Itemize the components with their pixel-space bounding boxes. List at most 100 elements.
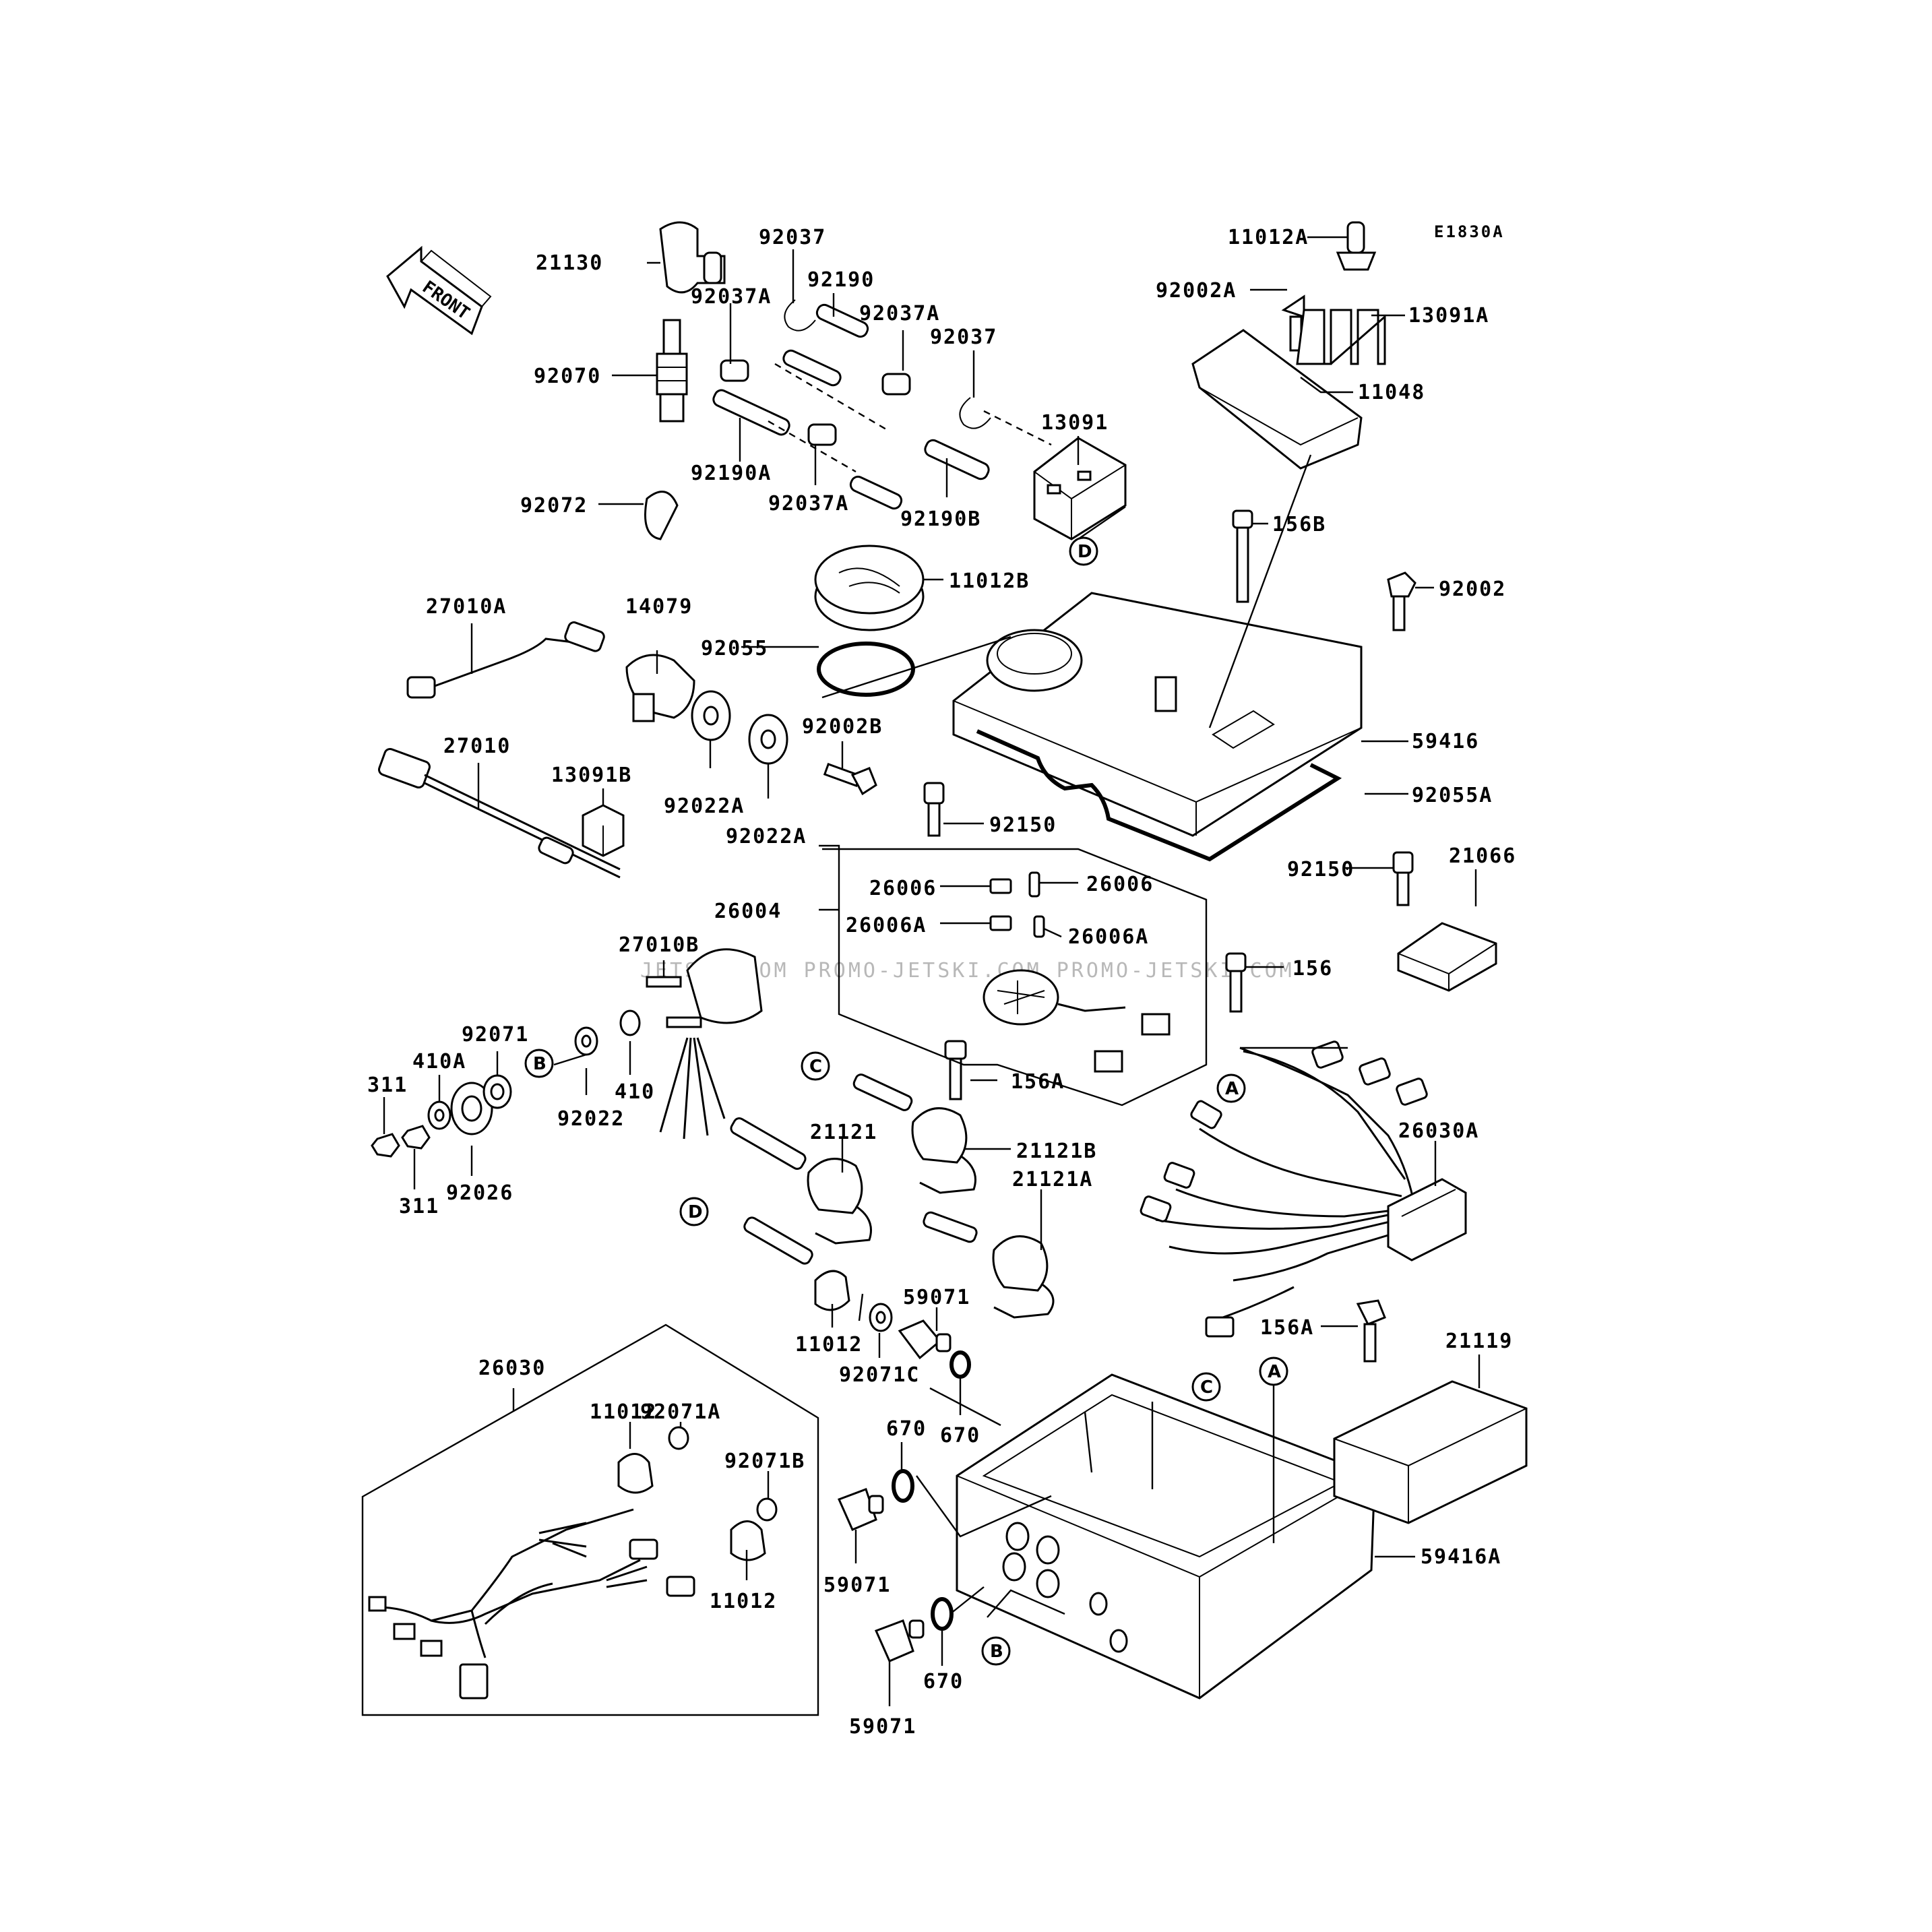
coil-21121b-icon [852,1073,976,1194]
label-21121: 21121 [810,1121,877,1144]
label-92071b: 92071B [724,1450,805,1473]
bolt-156-icon [1225,952,1247,1013]
label-26030a: 26030A [1398,1119,1479,1143]
bolt-156b-icon [1232,509,1253,603]
tie-band-92072-icon [644,491,679,540]
label-92055: 92055 [701,637,768,660]
label-156: 156 [1292,957,1333,980]
label-92022a-2: 92022A [726,825,807,848]
front-arrow-icon: FRONT [386,245,492,336]
bolt-156a-bottom-icon [1356,1299,1386,1363]
label-13091: 13091 [1041,411,1109,435]
label-92190: 92190 [807,268,875,292]
nut-311-bottom-icon [401,1125,431,1150]
label-156a-bottom: 156A [1260,1316,1314,1340]
label-670-top: 670 [886,1417,927,1441]
label-26006-right: 26006 [1086,873,1154,896]
fuse-holder-26004-icon [983,969,1171,1073]
regulator-21066-icon [1397,922,1497,992]
label-26030: 26030 [478,1357,546,1380]
label-92071: 92071 [462,1023,529,1047]
label-92070: 92070 [534,365,601,388]
label-13091a: 13091A [1408,304,1489,328]
plug-cap-21130-icon [659,221,726,294]
diagram-code: E1830A [1434,222,1505,241]
label-21121a: 21121A [1012,1168,1093,1191]
label-92037a-left: 92037A [691,285,772,309]
label-21066: 21066 [1449,844,1516,868]
label-156b: 156B [1272,513,1326,536]
label-311-bottom: 311 [399,1195,439,1218]
svg-text:C: C [809,1057,822,1077]
switch-14079-icon [625,654,695,722]
terminal-bracket-group-icon [1191,221,1386,470]
label-670-right: 670 [940,1424,980,1447]
label-92072: 92072 [520,494,588,518]
label-11012b: 11012B [949,569,1030,593]
bracket-13091-icon [1033,437,1127,540]
bolt-92002b-icon [823,763,877,796]
label-21119: 21119 [1445,1330,1513,1353]
ecu-21119-icon [1333,1380,1528,1524]
svg-text:B: B [990,1642,1003,1662]
label-156a-top: 156A [1011,1070,1065,1094]
label-14079: 14079 [625,595,693,619]
sensor-lead-27010a-icon [406,621,605,699]
gasket-92055a-icon [976,729,1342,862]
svg-text:A: A [1268,1362,1281,1382]
washer-410a-icon [427,1100,451,1130]
switch-27010b-icon [646,948,763,1140]
nut-311-top-icon [371,1133,400,1158]
fitting-59071-top-icon [898,1319,952,1360]
tube-d-icon [743,1216,813,1265]
svg-text:D: D [1078,542,1092,562]
label-26006-left: 26006 [869,877,937,900]
harness-26030-icon [368,1426,778,1700]
label-21121b: 21121B [1016,1140,1097,1163]
bolt-92150-right-icon [1392,851,1414,906]
svg-text:D: D [688,1202,703,1222]
label-26006a-right: 26006A [1068,925,1149,949]
label-11012-mid: 11012 [795,1333,863,1357]
fuse-26006-right-icon [1028,871,1040,898]
spark-plug-92070-icon [656,319,688,423]
bolt-92150-top-icon [923,782,945,837]
fuse-26006a-right-icon [1033,915,1045,938]
label-59071-top: 59071 [903,1286,970,1309]
o-ring-92055-icon [817,642,915,697]
label-92190a: 92190A [691,462,772,485]
label-27010b: 27010B [619,933,699,957]
label-21130: 21130 [536,251,603,275]
washer-92022a-2-icon [748,714,788,765]
fitting-59071-left-icon [837,1488,884,1531]
label-92002: 92002 [1439,578,1506,601]
case-59416a-icon [956,1373,1376,1700]
assembly-26004-bracket [819,844,1208,1107]
label-92037-mid: 92037 [930,325,997,349]
fitting-59071-bottom-icon [874,1619,925,1662]
label-92037a-bottom: 92037A [768,492,849,516]
cap-11012-mid-icon [814,1270,850,1311]
label-11012-box-bottom: 11012 [710,1590,777,1613]
coil-21121a-icon [923,1211,1055,1319]
washer-410-icon [619,1009,641,1036]
label-92022a-1: 92022A [664,794,745,818]
label-92022: 92022 [557,1107,625,1131]
label-26006a-left: 26006A [846,914,927,937]
harness-26030a-icon [1140,1040,1467,1338]
coil-21121-icon [730,1117,872,1245]
bolt-156a-top-icon [944,1040,967,1100]
o-ring-670-right-icon [892,1469,914,1503]
label-92071c: 92071C [839,1363,920,1387]
label-27010: 27010 [443,735,511,758]
cap-92071-icon [482,1074,512,1109]
svg-text:B: B [533,1054,547,1074]
label-92150-right: 92150 [1287,858,1354,881]
label-92037a-right: 92037A [859,302,940,325]
label-11012-box-top: 11012 [590,1400,657,1424]
callout-d-top: D [1069,536,1098,566]
lead-27010-icon [378,747,621,879]
label-92071a: 92071A [640,1400,721,1424]
grommet-92026-icon [450,1082,493,1135]
